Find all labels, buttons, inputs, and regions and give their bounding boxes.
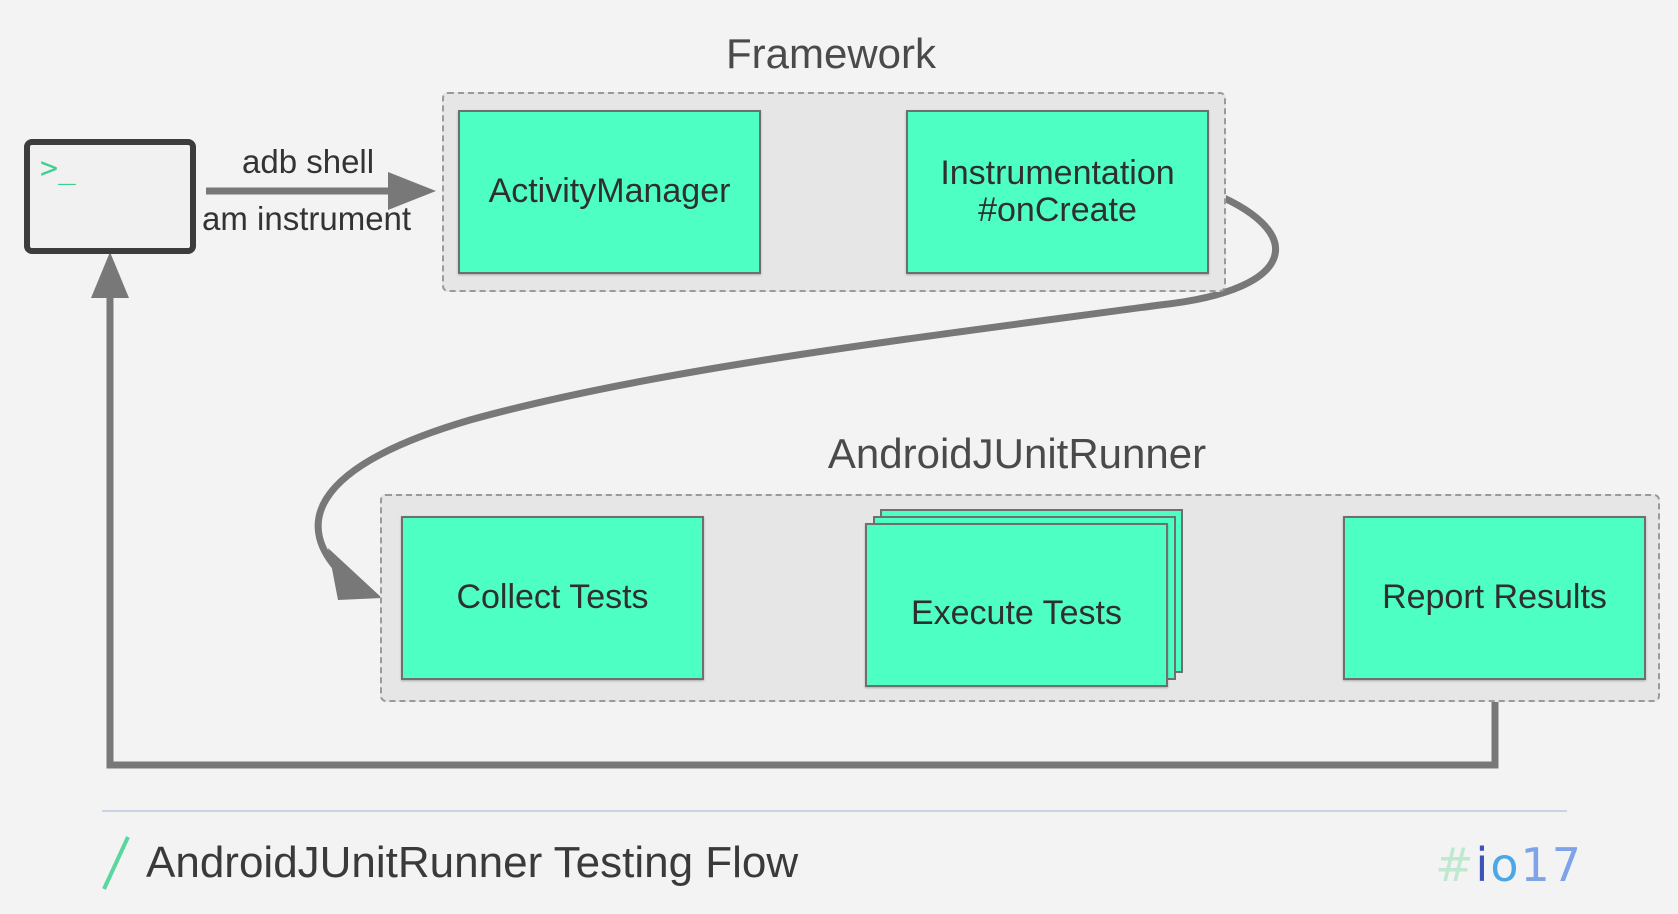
- edge-label-am-instrument: am instrument: [202, 200, 412, 237]
- io-year-glyph: 17: [1520, 838, 1584, 892]
- terminal-prompt-icon: >_: [40, 151, 77, 186]
- arrow-report-to-terminal: [91, 252, 1499, 769]
- footer-slash-icon: [102, 836, 130, 890]
- footer-divider: [102, 810, 1567, 812]
- node-execute-tests: Execute Tests: [865, 523, 1168, 687]
- node-instrumentation-oncreate: Instrumentation #onCreate: [906, 110, 1209, 274]
- io-i-glyph: i: [1475, 838, 1491, 892]
- terminal-window: >_: [24, 139, 196, 254]
- framework-title: Framework: [725, 30, 937, 77]
- arrow-terminal-to-activitymanager: [206, 172, 436, 210]
- node-collect-tests: Collect Tests: [401, 516, 704, 680]
- io17-logo: #io17: [1435, 838, 1583, 892]
- node-report-results: Report Results: [1343, 516, 1646, 680]
- arrow-instrumentation-to-collect: [314, 186, 1279, 600]
- io-hash-glyph: #: [1435, 838, 1476, 892]
- runner-title: AndroidJUnitRunner: [827, 430, 1207, 477]
- io-o-glyph: o: [1490, 838, 1521, 892]
- node-activitymanager: ActivityManager: [458, 110, 761, 274]
- edge-label-adb-shell: adb shell: [242, 143, 375, 180]
- slide-title: AndroidJUnitRunner Testing Flow: [146, 838, 799, 887]
